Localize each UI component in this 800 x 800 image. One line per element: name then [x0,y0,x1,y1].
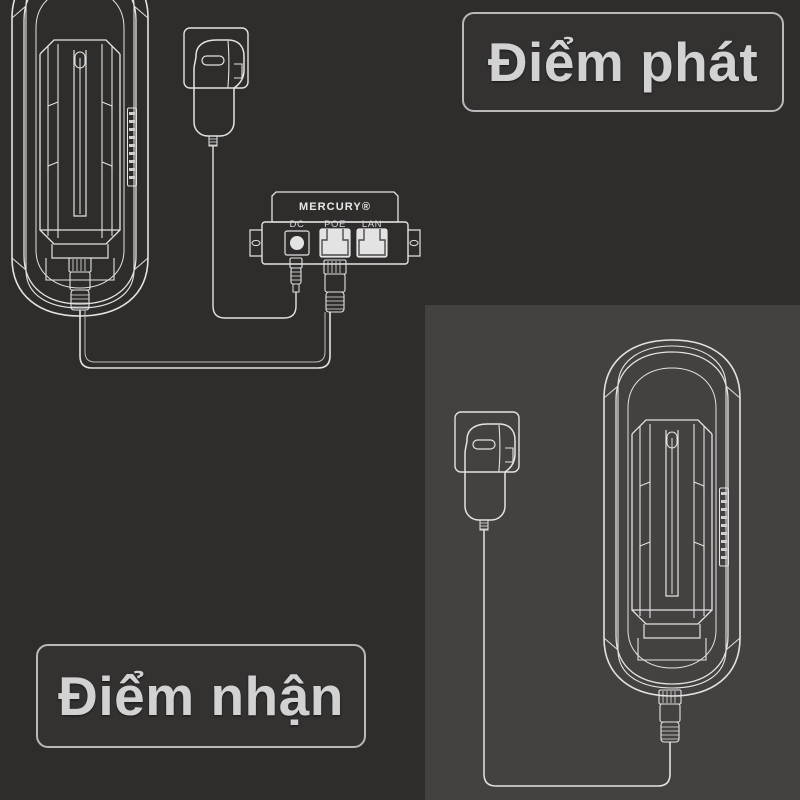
poe-port-label-dc: DC [290,219,305,230]
transmit-cpe-antenna [11,0,149,317]
poe-injector-brand: MERCURY® [299,201,371,213]
poe-port-label-lan: LAN [362,219,382,230]
poe-port-label-poe: POE [324,219,346,230]
cable-cpe-to-poe-highlight [84,310,326,363]
receive-cpe-rj45-plug [658,689,682,743]
receive-cpe-antenna [603,339,741,697]
label-receive-text: Điểm nhận [58,665,344,727]
label-receive-point: Điểm nhận [36,644,366,748]
poe-injector [249,191,421,265]
label-transmit-text: Điểm phát [487,31,759,93]
receive-power-adapter [454,411,520,531]
cable-receive-adapter [483,530,497,787]
transmit-power-adapter [183,27,249,147]
cable-cpe-to-poe [79,310,331,369]
poe-port-rj45-plug [323,259,347,313]
label-transmit-point: Điểm phát [462,12,784,112]
receiver-scene-panel [425,305,800,800]
cable-adapter-to-dc [212,146,297,319]
dc-barrel-plug [289,257,303,293]
cable-receive-cpe-drop [496,742,671,787]
transmit-cpe-rj45-plug [68,257,92,311]
